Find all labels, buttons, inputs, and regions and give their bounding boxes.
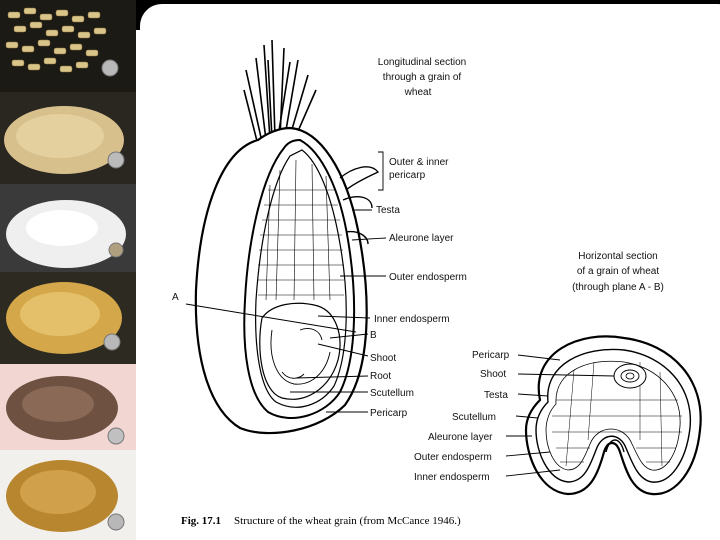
photo-strip	[0, 0, 136, 540]
label-point-b: B	[370, 330, 377, 341]
label-root: Root	[370, 371, 391, 382]
cross-section-cells	[552, 361, 682, 467]
photo-bran	[0, 92, 136, 184]
bran-image	[0, 92, 136, 184]
photo-golden-flakes	[0, 450, 136, 540]
hlabel-scutellum: Scutellum	[452, 412, 496, 423]
hlabel-aleurone-layer: Aleurone layer	[428, 432, 493, 443]
horizontal-section	[505, 335, 702, 496]
label-pericarp-line-2: pericarp	[389, 170, 426, 181]
longitudinal-title: Longitudinal section through a grain of …	[378, 57, 466, 98]
horizontal-labels: Pericarp Shoot Testa Scutellum Aleurone …	[414, 350, 510, 483]
label-outer-inner-pericarp: Outer & inner	[389, 157, 449, 168]
hlabel-shoot: Shoot	[480, 369, 506, 380]
cracked-grain-image	[0, 272, 136, 364]
endosperm-cells	[258, 159, 344, 301]
figure-caption: Fig. 17.1 Structure of the wheat grain (…	[181, 515, 461, 527]
label-point-a: A	[172, 292, 179, 303]
golden-flakes-image	[0, 450, 136, 540]
plane-a-b-line	[185, 303, 357, 333]
longitudinal-leaders	[290, 151, 387, 413]
horizontal-title-line-3: (through plane A - B)	[572, 282, 664, 293]
photo-flour	[0, 184, 136, 272]
label-pericarp: Pericarp	[370, 408, 408, 419]
hlabel-inner-endosperm: Inner endosperm	[414, 472, 490, 483]
hlabel-pericarp: Pericarp	[472, 350, 510, 361]
caption-text: Structure of the wheat grain (from McCan…	[234, 515, 461, 527]
photo-pellets	[0, 0, 136, 92]
horizontal-title-line-2: of a grain of wheat	[577, 266, 659, 277]
brush-hairs	[243, 39, 317, 146]
label-outer-endosperm: Outer endosperm	[389, 272, 467, 283]
horizontal-title-line-1: Horizontal section	[578, 251, 657, 262]
longitudinal-labels: Outer & inner pericarp Testa Aleurone la…	[172, 157, 467, 419]
photo-dark-flakes	[0, 364, 136, 450]
pellets-image	[0, 0, 136, 92]
label-shoot: Shoot	[370, 353, 396, 364]
label-inner-endosperm: Inner endosperm	[374, 314, 450, 325]
horizontal-title: Horizontal section of a grain of wheat (…	[572, 251, 664, 293]
longitudinal-section	[185, 39, 387, 435]
horizontal-leaders	[505, 354, 615, 477]
label-aleurone-layer: Aleurone layer	[389, 233, 454, 244]
caption-fig-number: Fig. 17.1	[181, 515, 221, 527]
longitudinal-title-line-3: wheat	[404, 87, 432, 98]
longitudinal-title-line-1: Longitudinal section	[378, 57, 466, 68]
label-scutellum: Scutellum	[370, 388, 414, 399]
longitudinal-title-line-2: through a grain of	[383, 72, 462, 83]
hlabel-testa: Testa	[484, 390, 508, 401]
label-testa: Testa	[376, 205, 400, 216]
photo-cracked-grain	[0, 272, 136, 364]
hlabel-outer-endosperm: Outer endosperm	[414, 452, 492, 463]
dark-flakes-image	[0, 364, 136, 450]
flour-image	[0, 184, 136, 272]
